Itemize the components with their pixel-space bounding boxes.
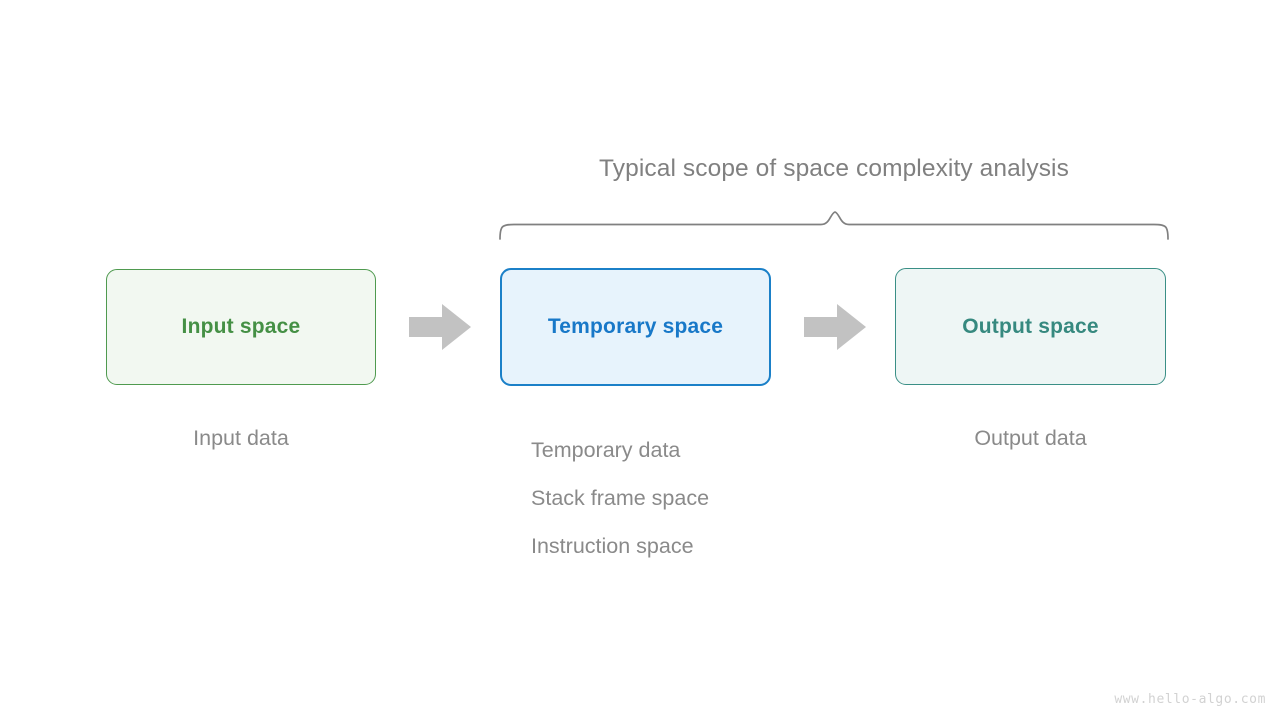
arrow-right-icon [409,304,471,350]
caption-instruction-space: Instruction space [531,534,694,558]
caption-input-data: Input data [193,426,289,450]
caption-stack-frame-space: Stack frame space [531,486,710,510]
arrow-right-icon [804,304,866,350]
watermark: www.hello-algo.com [1114,692,1266,707]
box-output-space: Output space [895,268,1166,385]
scope-title: Typical scope of space complexity analys… [599,155,1069,182]
box-temporary-space-label: Temporary space [547,315,724,338]
box-input-space: Input space [106,269,376,385]
scope-brace-icon [499,211,1169,240]
caption-output-data: Output data [974,426,1087,450]
caption-temporary-list: Temporary data Stack frame space Instruc… [531,426,709,570]
box-output-space-label: Output space [962,314,1099,338]
box-temporary-space: Temporary space [500,268,771,386]
caption-temporary-data: Temporary data [531,438,681,462]
box-input-space-label: Input space [181,315,301,338]
